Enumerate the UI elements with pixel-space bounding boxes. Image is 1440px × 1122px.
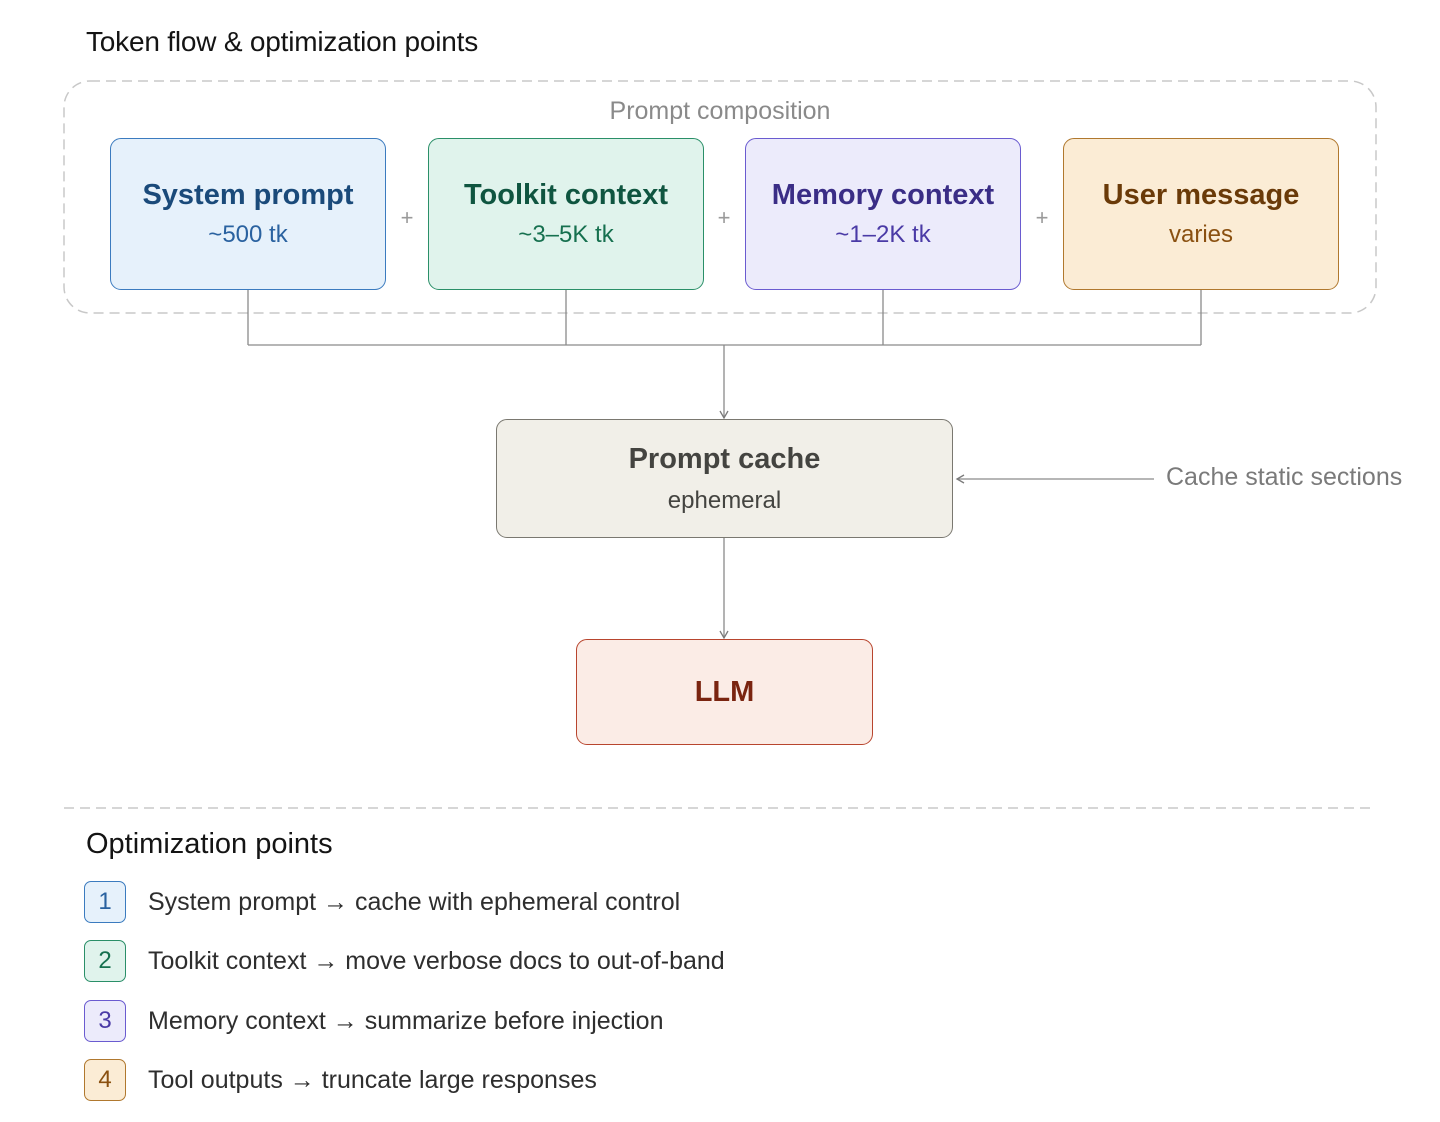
system-prompt-title: System prompt <box>142 179 354 212</box>
llm-title: LLM <box>694 675 755 708</box>
memory-context-box: Memory context ~1–2K tk <box>745 138 1021 290</box>
prompt-composition-frame <box>63 80 1377 314</box>
merge-connector <box>247 290 1202 346</box>
optimization-text: Memory context → summarize before inject… <box>148 1006 664 1035</box>
page-title: Token flow & optimization points <box>86 26 479 57</box>
user-message-box: User message varies <box>1063 138 1339 290</box>
optimization-item: 4 Tool outputs → truncate large response… <box>84 1058 597 1102</box>
optimization-text: Tool outputs → truncate large responses <box>148 1065 597 1094</box>
optimization-item: 1 System prompt → cache with ephemeral c… <box>84 880 680 924</box>
plus-sign: + <box>717 205 731 230</box>
optimization-text: System prompt → cache with ephemeral con… <box>148 887 681 916</box>
llm-box: LLM <box>576 639 873 745</box>
plus-sign: + <box>400 205 414 230</box>
memory-context-tokens: ~1–2K tk <box>835 221 931 248</box>
plus-sign: + <box>1035 205 1049 230</box>
user-message-size: varies <box>1168 221 1234 248</box>
optimization-item: 3 Memory context → summarize before inje… <box>84 999 663 1043</box>
prompt-composition-label: Prompt composition <box>609 97 831 125</box>
optimization-text: Toolkit context → move verbose docs to o… <box>148 946 725 975</box>
prompt-cache-sub: ephemeral <box>667 486 782 514</box>
prompt-cache-box: Prompt cache ephemeral <box>496 419 953 538</box>
prompt-cache-title: Prompt cache <box>628 442 821 475</box>
step-badge: 1 <box>84 881 126 923</box>
toolkit-context-box: Toolkit context ~3–5K tk <box>428 138 704 290</box>
optimization-title: Optimization points <box>86 828 333 860</box>
user-message-title: User message <box>1102 179 1300 212</box>
memory-context-title: Memory context <box>771 179 995 212</box>
optimization-item: 2 Toolkit context → move verbose docs to… <box>84 939 725 983</box>
toolkit-context-title: Toolkit context <box>463 179 669 212</box>
system-prompt-tokens: ~500 tk <box>208 221 288 248</box>
toolkit-context-tokens: ~3–5K tk <box>518 221 614 248</box>
system-prompt-box: System prompt ~500 tk <box>110 138 386 290</box>
step-badge: 4 <box>84 1059 126 1101</box>
step-badge: 3 <box>84 1000 126 1042</box>
step-badge: 2 <box>84 940 126 982</box>
cache-static-note: Cache static sections <box>1166 463 1403 491</box>
